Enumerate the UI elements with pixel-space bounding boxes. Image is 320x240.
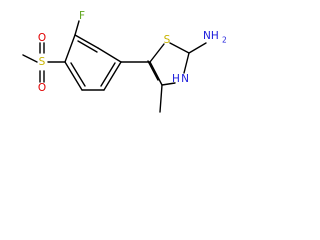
bonds — [22, 20, 207, 113]
bond-s-methyl — [22, 54, 38, 63]
atom-labels: F S O O S NH 2 N H — [38, 10, 227, 94]
bond-c2-c3 — [97, 47, 122, 63]
bond-c5-c6-inner — [70, 62, 86, 87]
fluorine-label: F — [79, 10, 85, 22]
bond-c5t-s1 — [149, 43, 165, 63]
bond-c1-f — [74, 20, 80, 36]
molecule-structure: F S O O S NH 2 N H — [22, 10, 227, 113]
bond-n3-c4t — [161, 82, 176, 86]
bond-c3-c4 — [103, 61, 122, 91]
ring-nitrogen-label: N — [181, 73, 189, 85]
sulfonyl-oxygen-top-label: O — [38, 32, 46, 44]
bond-s1-c2t — [169, 42, 190, 54]
bond-c5-c6 — [64, 61, 83, 91]
bond-c4t-methyl — [159, 84, 163, 113]
bond-c2t-n3 — [183, 52, 190, 74]
bond-c1-c2-inner — [77, 40, 98, 53]
bond-c1-c2 — [74, 34, 99, 49]
bond-c4t-c5t-inner — [147, 60, 159, 81]
bond-c6-c1 — [64, 34, 76, 63]
bond-c2t-nh2 — [188, 42, 207, 54]
amine-subscript-label: 2 — [222, 36, 227, 45]
sulfonyl-oxygen-bottom-label: O — [38, 82, 46, 94]
amine-label: NH — [203, 30, 219, 42]
bond-c3-c4-inner — [100, 62, 116, 87]
bond-c4t-c5t — [149, 61, 163, 86]
sulfonyl-sulfur-label: S — [39, 56, 46, 68]
ring-nitrogen-h-label: H — [172, 73, 180, 85]
thiazole-sulfur-label: S — [164, 34, 171, 46]
